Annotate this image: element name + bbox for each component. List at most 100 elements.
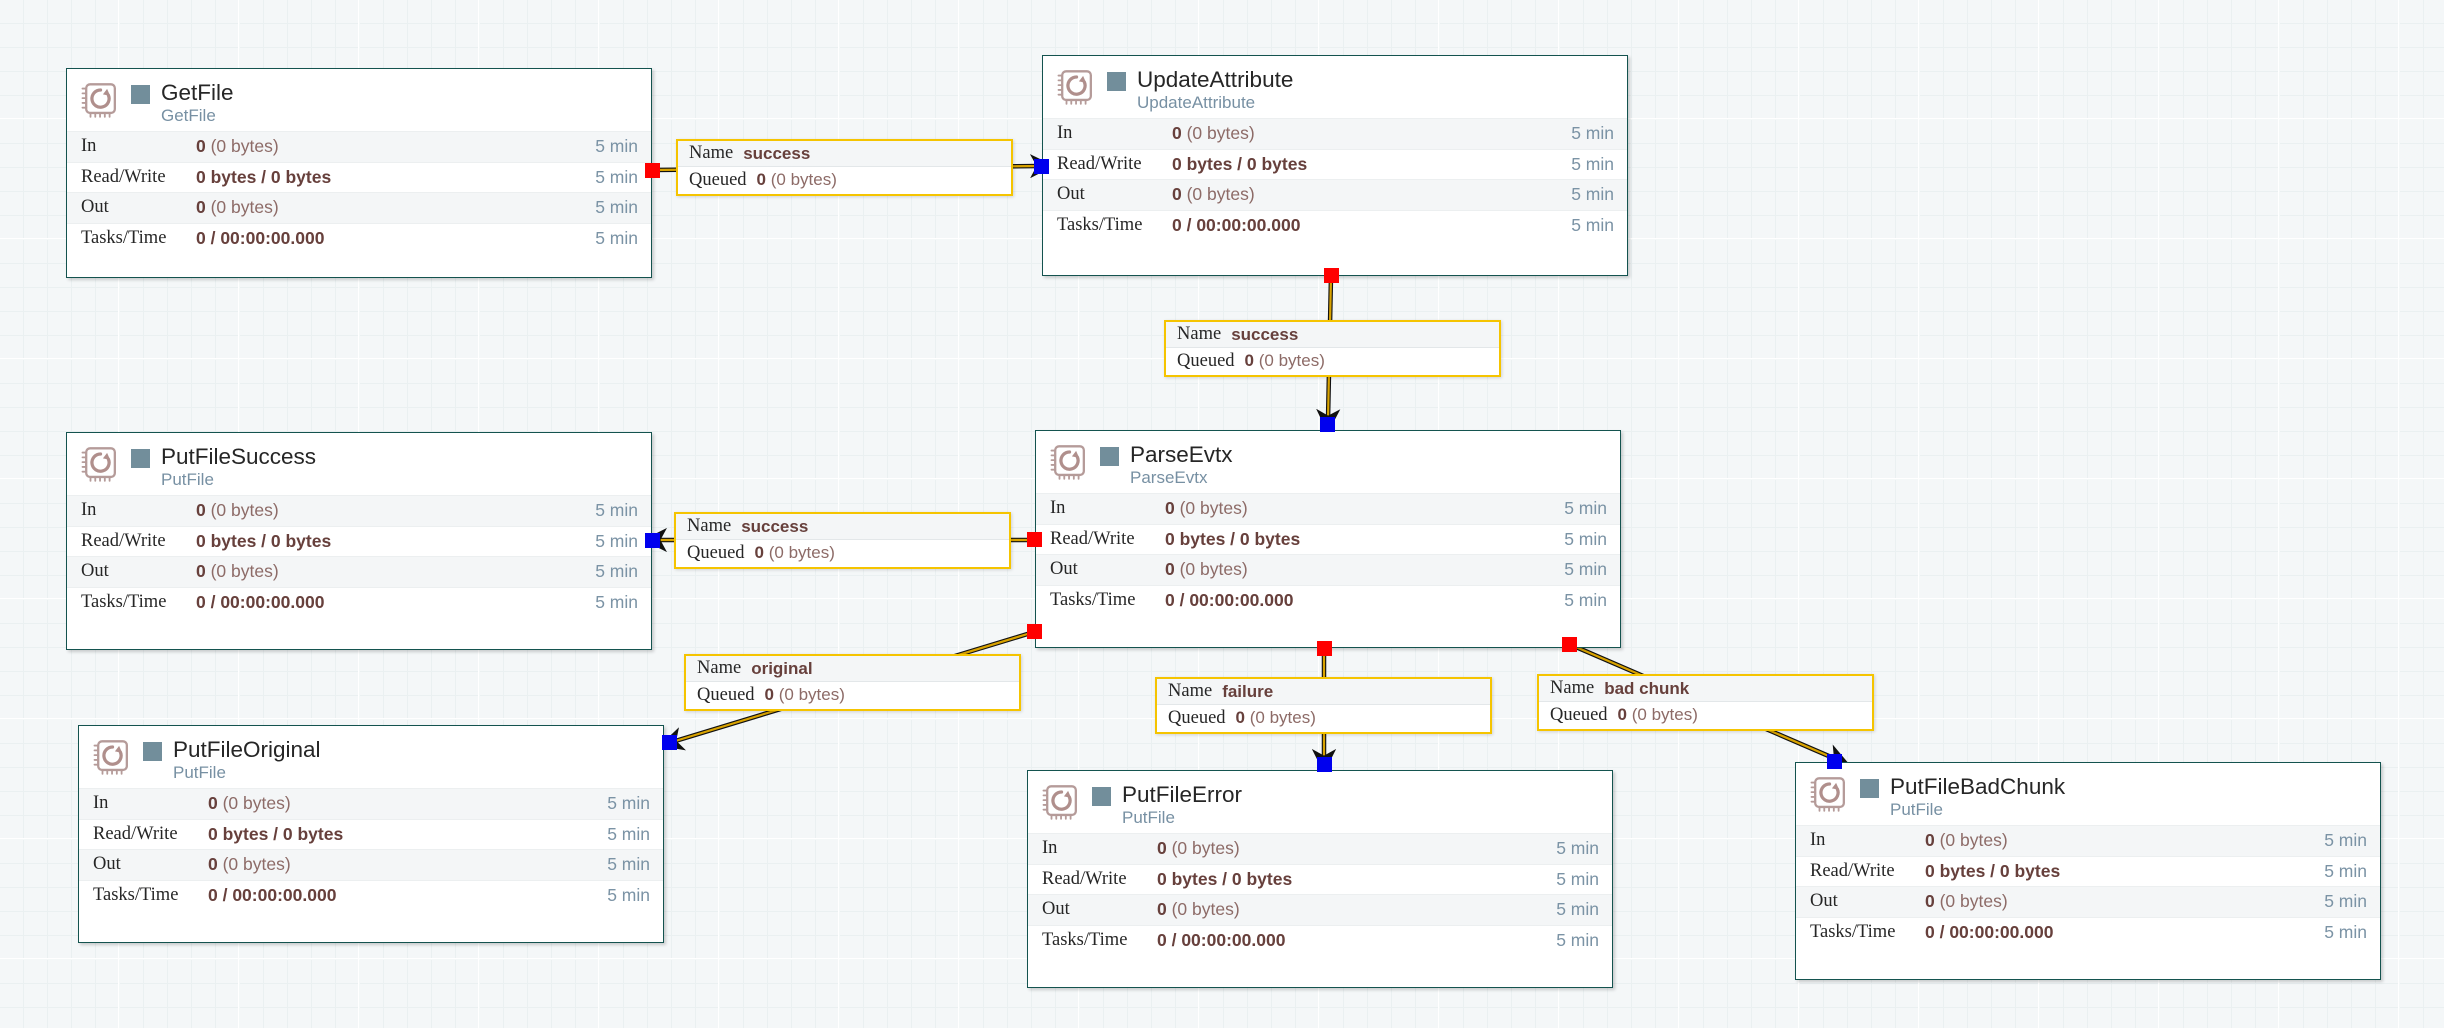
connection-label-parseevtx-to-putfileerror[interactable]: Name failure Queued 0 (0 bytes)	[1155, 677, 1492, 734]
connection-label-parseevtx-to-putfileoriginal[interactable]: Name original Queued 0 (0 bytes)	[684, 654, 1021, 711]
connection-destination-endpoint-parseevtx-to-putfileoriginal[interactable]	[662, 735, 677, 750]
processor-type: PutFile	[173, 763, 226, 782]
connection-queued-value: 0 (0 bytes)	[1244, 351, 1325, 370]
processor-header: ParseEvtx ParseEvtx	[1036, 431, 1620, 493]
connection-relationship: success	[741, 516, 809, 536]
processor-header: PutFileSuccess PutFile	[67, 433, 651, 495]
stat-window-in: 5 min	[607, 793, 650, 814]
stat-row-read-write: Read/Write 0 bytes / 0 bytes 5 min	[1036, 523, 1620, 554]
stat-label-out: Out	[93, 854, 121, 875]
run-status-stopped-icon[interactable]	[131, 449, 150, 468]
connection-label-getfile-to-updateattribute[interactable]: Name success Queued 0 (0 bytes)	[676, 139, 1013, 196]
processor-putfilebadchunk[interactable]: PutFileBadChunk PutFile In 0 (0 bytes) 5…	[1795, 762, 2381, 980]
processor-header: GetFile GetFile	[67, 69, 651, 131]
connection-queued-value: 0 (0 bytes)	[1617, 705, 1698, 724]
stat-value-in: 0 (0 bytes)	[208, 793, 291, 814]
connection-queued-key: Queued	[1177, 350, 1235, 371]
stat-label-read-write: Read/Write	[1810, 860, 1895, 881]
stat-value-in: 0 (0 bytes)	[1172, 123, 1255, 144]
stat-label-in: In	[81, 500, 97, 521]
run-status-stopped-icon[interactable]	[1860, 779, 1879, 798]
stat-value-out: 0 (0 bytes)	[1157, 899, 1240, 920]
run-status-stopped-icon[interactable]	[1100, 447, 1119, 466]
stat-label-read-write: Read/Write	[1050, 528, 1135, 549]
connection-name-row: Name success	[1166, 322, 1499, 348]
connection-source-endpoint-parseevtx-to-putfileerror[interactable]	[1317, 641, 1332, 656]
processor-name: PutFileOriginal	[173, 737, 321, 762]
processor-updateattribute[interactable]: UpdateAttribute UpdateAttribute In 0 (0 …	[1042, 55, 1628, 276]
stat-value-in: 0 (0 bytes)	[196, 136, 279, 157]
connection-destination-endpoint-parseevtx-to-putfileerror[interactable]	[1317, 757, 1332, 772]
stat-label-in: In	[93, 793, 109, 814]
processor-chip-icon	[1042, 785, 1077, 820]
connection-label-parseevtx-to-putfilebadchunk[interactable]: Name bad chunk Queued 0 (0 bytes)	[1537, 674, 1874, 731]
stat-row-read-write: Read/Write 0 bytes / 0 bytes 5 min	[67, 161, 651, 192]
stat-value-read-write: 0 bytes / 0 bytes	[196, 166, 332, 187]
stat-row-out: Out 0 (0 bytes) 5 min	[1043, 179, 1627, 210]
connection-source-endpoint-parseevtx-to-putfileoriginal[interactable]	[1027, 624, 1042, 639]
stat-value-out: 0 (0 bytes)	[1165, 559, 1248, 580]
processor-putfileerror[interactable]: PutFileError PutFile In 0 (0 bytes) 5 mi…	[1027, 770, 1613, 988]
stat-label-read-write: Read/Write	[81, 166, 166, 187]
stat-label-in: In	[81, 136, 97, 157]
stat-row-tasks-time: Tasks/Time 0 / 00:00:00.000 5 min	[1796, 916, 2380, 947]
connection-name-row: Name bad chunk	[1539, 676, 1872, 702]
processor-parseevtx[interactable]: ParseEvtx ParseEvtx In 0 (0 bytes) 5 min…	[1035, 430, 1621, 648]
processor-stats: In 0 (0 bytes) 5 min Read/Write 0 bytes …	[1043, 118, 1627, 240]
stat-label-tasks-time: Tasks/Time	[81, 591, 167, 612]
connection-queued-key: Queued	[697, 684, 755, 705]
connection-destination-endpoint-parseevtx-to-putfilesuccess[interactable]	[645, 533, 660, 548]
stat-value-read-write: 0 bytes / 0 bytes	[208, 823, 344, 844]
stat-value-in: 0 (0 bytes)	[1925, 830, 2008, 851]
connection-queued-key: Queued	[1168, 707, 1226, 728]
connection-destination-endpoint-parseevtx-to-putfilebadchunk[interactable]	[1827, 754, 1842, 769]
processor-header: PutFileOriginal PutFile	[79, 726, 663, 788]
connection-destination-endpoint-getfile-to-updateattribute[interactable]	[1034, 159, 1049, 174]
stat-window-read-write: 5 min	[2324, 860, 2367, 881]
stat-value-tasks-time: 0 / 00:00:00.000	[1925, 921, 2054, 942]
processor-stats: In 0 (0 bytes) 5 min Read/Write 0 bytes …	[1028, 833, 1612, 955]
stat-row-tasks-time: Tasks/Time 0 / 00:00:00.000 5 min	[67, 222, 651, 253]
connection-source-endpoint-parseevtx-to-putfilesuccess[interactable]	[1027, 532, 1042, 547]
stat-row-out: Out 0 (0 bytes) 5 min	[67, 556, 651, 587]
stat-window-out: 5 min	[1556, 899, 1599, 920]
stat-window-tasks-time: 5 min	[1556, 929, 1599, 950]
run-status-stopped-icon[interactable]	[1107, 72, 1126, 91]
connection-queued-value: 0 (0 bytes)	[754, 543, 835, 562]
processor-putfileoriginal[interactable]: PutFileOriginal PutFile In 0 (0 bytes) 5…	[78, 725, 664, 943]
processor-stats: In 0 (0 bytes) 5 min Read/Write 0 bytes …	[79, 788, 663, 910]
stat-value-out: 0 (0 bytes)	[196, 197, 279, 218]
stat-value-out: 0 (0 bytes)	[208, 854, 291, 875]
processor-putfilesuccess[interactable]: PutFileSuccess PutFile In 0 (0 bytes) 5 …	[66, 432, 652, 650]
stat-window-read-write: 5 min	[595, 166, 638, 187]
stat-row-in: In 0 (0 bytes) 5 min	[1043, 118, 1627, 149]
connection-source-endpoint-parseevtx-to-putfilebadchunk[interactable]	[1562, 637, 1577, 652]
stat-window-tasks-time: 5 min	[607, 884, 650, 905]
stat-value-out: 0 (0 bytes)	[196, 561, 279, 582]
run-status-stopped-icon[interactable]	[1092, 787, 1111, 806]
connection-queued-key: Queued	[687, 542, 745, 563]
stat-window-out: 5 min	[595, 197, 638, 218]
connection-label-parseevtx-to-putfilesuccess[interactable]: Name success Queued 0 (0 bytes)	[674, 512, 1011, 569]
connection-queued-row: Queued 0 (0 bytes)	[1157, 705, 1490, 731]
stat-row-tasks-time: Tasks/Time 0 / 00:00:00.000 5 min	[67, 586, 651, 617]
connection-source-endpoint-updateattribute-to-parseevtx[interactable]	[1324, 268, 1339, 283]
stat-label-out: Out	[1050, 559, 1078, 580]
stat-row-read-write: Read/Write 0 bytes / 0 bytes 5 min	[67, 525, 651, 556]
stat-window-tasks-time: 5 min	[2324, 921, 2367, 942]
run-status-stopped-icon[interactable]	[131, 85, 150, 104]
connection-name-key: Name	[697, 658, 742, 678]
stat-row-read-write: Read/Write 0 bytes / 0 bytes 5 min	[1028, 863, 1612, 894]
processor-getfile[interactable]: GetFile GetFile In 0 (0 bytes) 5 min Rea…	[66, 68, 652, 278]
connection-label-updateattribute-to-parseevtx[interactable]: Name success Queued 0 (0 bytes)	[1164, 320, 1501, 377]
connection-source-endpoint-getfile-to-updateattribute[interactable]	[645, 163, 660, 178]
connection-destination-endpoint-updateattribute-to-parseevtx[interactable]	[1320, 417, 1335, 432]
run-status-stopped-icon[interactable]	[143, 742, 162, 761]
stat-window-out: 5 min	[2324, 891, 2367, 912]
stat-label-read-write: Read/Write	[1057, 153, 1142, 174]
processor-chip-icon	[1057, 70, 1092, 105]
stat-row-in: In 0 (0 bytes) 5 min	[1028, 833, 1612, 864]
processor-type: GetFile	[161, 106, 216, 125]
stat-value-out: 0 (0 bytes)	[1172, 184, 1255, 205]
